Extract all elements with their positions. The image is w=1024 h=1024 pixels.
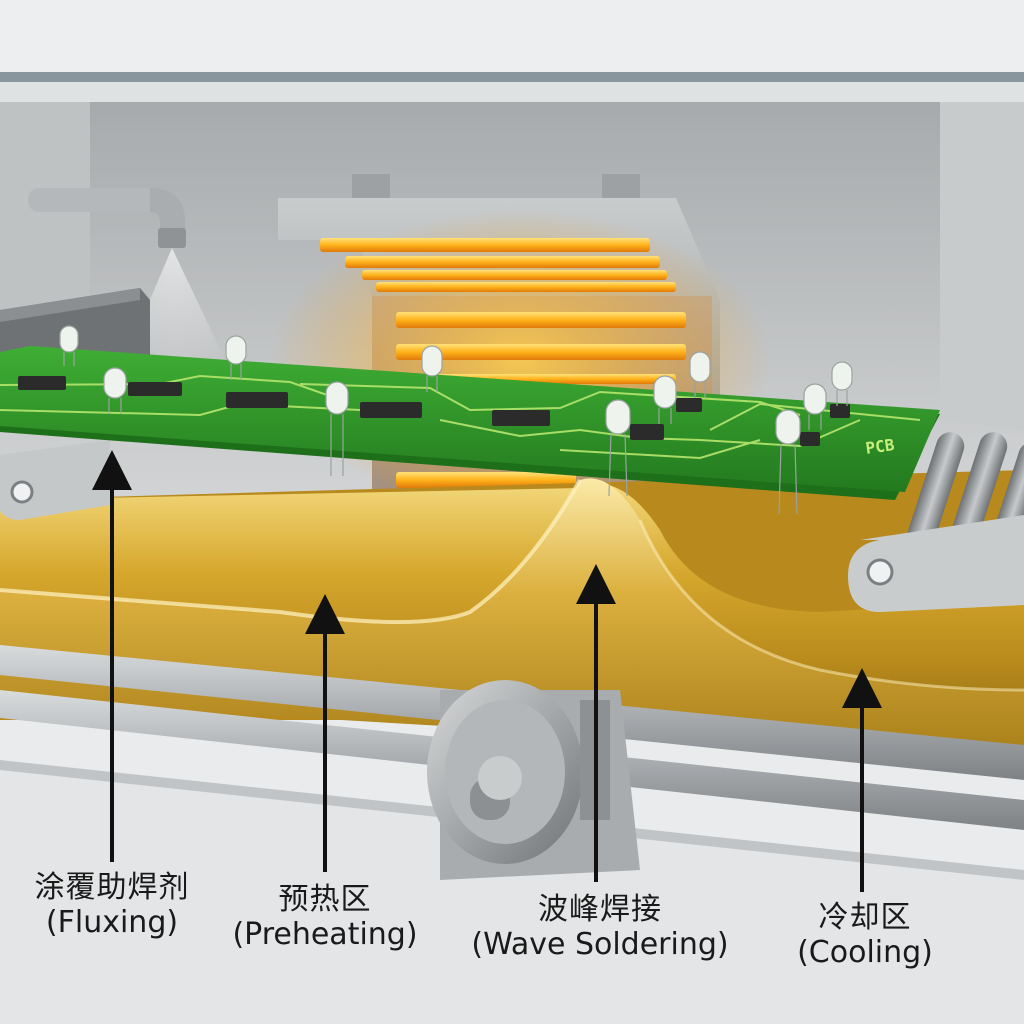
label-fluxing: 涂覆助焊剂 (Fluxing) <box>12 870 212 941</box>
ic-chip <box>226 392 288 408</box>
ic-chips <box>18 376 850 446</box>
label-wave-soldering-en: (Wave Soldering) <box>471 927 729 963</box>
led <box>653 375 677 424</box>
ic-chip <box>800 432 820 446</box>
right-conveyor <box>848 432 1024 612</box>
label-fluxing-zh: 涂覆助焊剂 <box>34 870 190 905</box>
label-preheating-zh: 预热区 <box>278 882 372 917</box>
led <box>421 345 443 392</box>
heater-elements-side <box>396 312 686 488</box>
led <box>59 325 79 366</box>
heater-elements-top <box>320 238 676 292</box>
led <box>225 335 247 380</box>
label-cooling: 冷却区 (Cooling) <box>770 900 960 971</box>
ic-chip <box>492 410 550 426</box>
stage-arrows <box>92 450 882 892</box>
led <box>605 399 631 497</box>
label-preheating: 预热区 (Preheating) <box>215 882 435 953</box>
label-cooling-zh: 冷却区 <box>818 900 912 935</box>
ic-chip <box>676 398 702 412</box>
led <box>103 367 127 414</box>
led <box>775 409 801 515</box>
pcb-marking: PCB <box>864 435 896 458</box>
ic-chip <box>630 424 664 440</box>
label-wave-soldering: 波峰焊接 (Wave Soldering) <box>450 892 750 963</box>
led <box>689 351 711 398</box>
led <box>803 383 827 430</box>
label-wave-soldering-zh: 波峰焊接 <box>538 892 662 927</box>
label-preheating-en: (Preheating) <box>232 917 418 953</box>
ic-chip <box>360 402 422 418</box>
led-components <box>59 325 853 515</box>
led <box>325 381 349 476</box>
ic-chip <box>128 382 182 396</box>
label-fluxing-en: (Fluxing) <box>45 905 179 941</box>
ic-chip <box>830 404 850 418</box>
ic-chip <box>18 376 66 390</box>
solder-pump <box>427 680 640 880</box>
pcb-board: PCB <box>0 346 940 500</box>
left-conveyor-roller <box>0 440 110 520</box>
label-cooling-en: (Cooling) <box>797 935 933 971</box>
led <box>831 361 853 406</box>
